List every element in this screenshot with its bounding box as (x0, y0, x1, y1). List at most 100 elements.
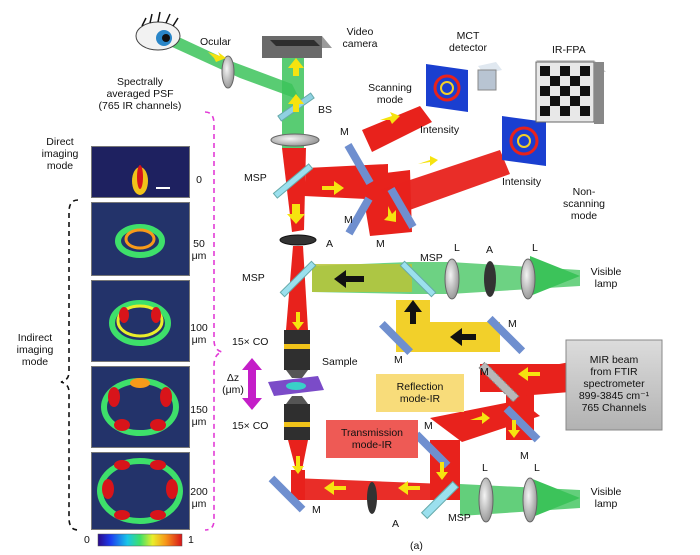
m-label-2: M (344, 214, 353, 226)
transmission-box (326, 420, 418, 458)
psf-panel-100 (91, 280, 190, 362)
scanning-line1: Scanning (368, 82, 412, 94)
ir-fpa-label: IR-FPA (552, 44, 586, 56)
l-label-3: L (482, 462, 488, 474)
psf-header-line2: averaged PSF (106, 88, 174, 100)
colorbar-max: 1 (188, 534, 194, 546)
indirect-line1: Indirect (17, 332, 53, 344)
tube-lens (270, 133, 320, 147)
objective-label-bottom: 15× CO (232, 420, 269, 432)
video-camera-line1: Video (346, 26, 374, 38)
intensity-label-scan: Intensity (420, 124, 460, 136)
z-unit-150: μm (191, 416, 207, 428)
objective-top (284, 330, 310, 378)
ocular-label: Ocular (200, 36, 231, 48)
lamp-cone-top (530, 256, 580, 296)
reflection-box (376, 374, 464, 412)
z-label-0: 0 (186, 174, 212, 186)
visible-lamp-bottom-line2: lamp (594, 498, 618, 510)
m-label-5: M (508, 318, 517, 330)
m-label-3: M (376, 238, 385, 250)
indirect-mode-label: Indirect imaging mode (10, 332, 60, 368)
mirror-trans-right (503, 405, 541, 443)
mir-line2: from FTIR (590, 366, 638, 378)
mirror-top-mid (387, 186, 417, 230)
l-label-2: L (532, 242, 538, 254)
indirect-bracket-black (60, 199, 79, 531)
lens-bottom-2 (522, 477, 538, 523)
mirror-refl-right (486, 315, 526, 355)
l-label-4: L (534, 462, 540, 474)
l-label-1: L (454, 242, 460, 254)
psf-colorbar (97, 533, 183, 547)
aperture-bottom (367, 482, 377, 514)
direct-line3: mode (46, 160, 74, 172)
psf-panel-50 (91, 202, 190, 276)
scan-intensity-map (426, 64, 468, 112)
non-scanning-line1: Non- (572, 186, 596, 198)
mirror-scan (345, 196, 373, 236)
transmission-line2: mode-IR (351, 439, 393, 451)
sample-label: Sample (322, 356, 358, 368)
mirror-trans-left (413, 431, 451, 469)
a-label-top: A (326, 238, 334, 250)
mirror-bottom (268, 475, 306, 513)
mir-line1: MIR beam (589, 354, 639, 366)
msp-mid-right (399, 260, 437, 298)
eye-icon (135, 11, 181, 51)
transmission-mode-label: Transmission mode-IR (326, 427, 418, 451)
msp-bottom (420, 480, 460, 520)
scanning-line2: mode (376, 94, 404, 106)
mir-line3: spectrometer (583, 378, 645, 390)
psf-bracket-magenta (204, 111, 223, 531)
mct-line1: MCT (456, 30, 480, 42)
video-camera-line2: camera (342, 38, 378, 50)
msp-label-mid-right: MSP (420, 252, 443, 264)
intensity-label-nonscan: Intensity (502, 176, 542, 188)
objective-bottom (284, 396, 310, 440)
psf-panel-direct (91, 146, 190, 198)
msp-label-mid: MSP (242, 272, 265, 284)
aperture-mid (484, 261, 496, 297)
transmission-line1: Transmission (340, 427, 404, 439)
indirect-line2: imaging (16, 344, 54, 356)
z-value-50: 50 (193, 238, 205, 250)
mct-label: MCT detector (444, 30, 492, 54)
m-label-6: M (480, 366, 489, 378)
msp-mid (279, 260, 317, 298)
visible-lamp-label-top: Visible lamp (586, 266, 626, 290)
delta-z-label: Δz (μm) (220, 372, 246, 396)
visible-lamp-bottom-line1: Visible (590, 486, 622, 498)
mir-source-box (565, 339, 663, 431)
lens-top-2 (520, 258, 536, 300)
nonscan-intensity-map (502, 116, 546, 166)
delta-z-arrow (242, 358, 262, 410)
mir-source-label: MIR beam from FTIR spectrometer 899-3845… (566, 354, 662, 414)
lens-top-1 (444, 258, 460, 300)
reflection-line1: Reflection (396, 381, 444, 393)
ir-fpa-icon (535, 60, 606, 124)
direct-mode-label: Direct imaging mode (32, 136, 88, 172)
m-label-8: M (520, 450, 529, 462)
psf-header-line3: (765 IR channels) (98, 100, 182, 112)
mct-line2: detector (449, 42, 487, 54)
mir-line5: 765 Channels (581, 402, 647, 414)
delta-z-line2: (μm) (222, 384, 244, 396)
mirror-refl-left (379, 321, 413, 355)
z-unit-200: μm (191, 498, 207, 510)
lens-bottom-1 (478, 477, 494, 523)
mct-detector-icon (477, 62, 502, 91)
delta-z-line1: Δz (226, 372, 240, 384)
m-label-1: M (340, 126, 349, 138)
m-label-9: M (312, 504, 321, 516)
non-scanning-line3: mode (570, 210, 598, 222)
z-value-200: 200 (190, 486, 208, 498)
black-arrow-refl (450, 328, 476, 346)
non-scanning-line2: scanning (562, 198, 606, 210)
psf-header: Spectrally averaged PSF (765 IR channels… (88, 76, 192, 112)
